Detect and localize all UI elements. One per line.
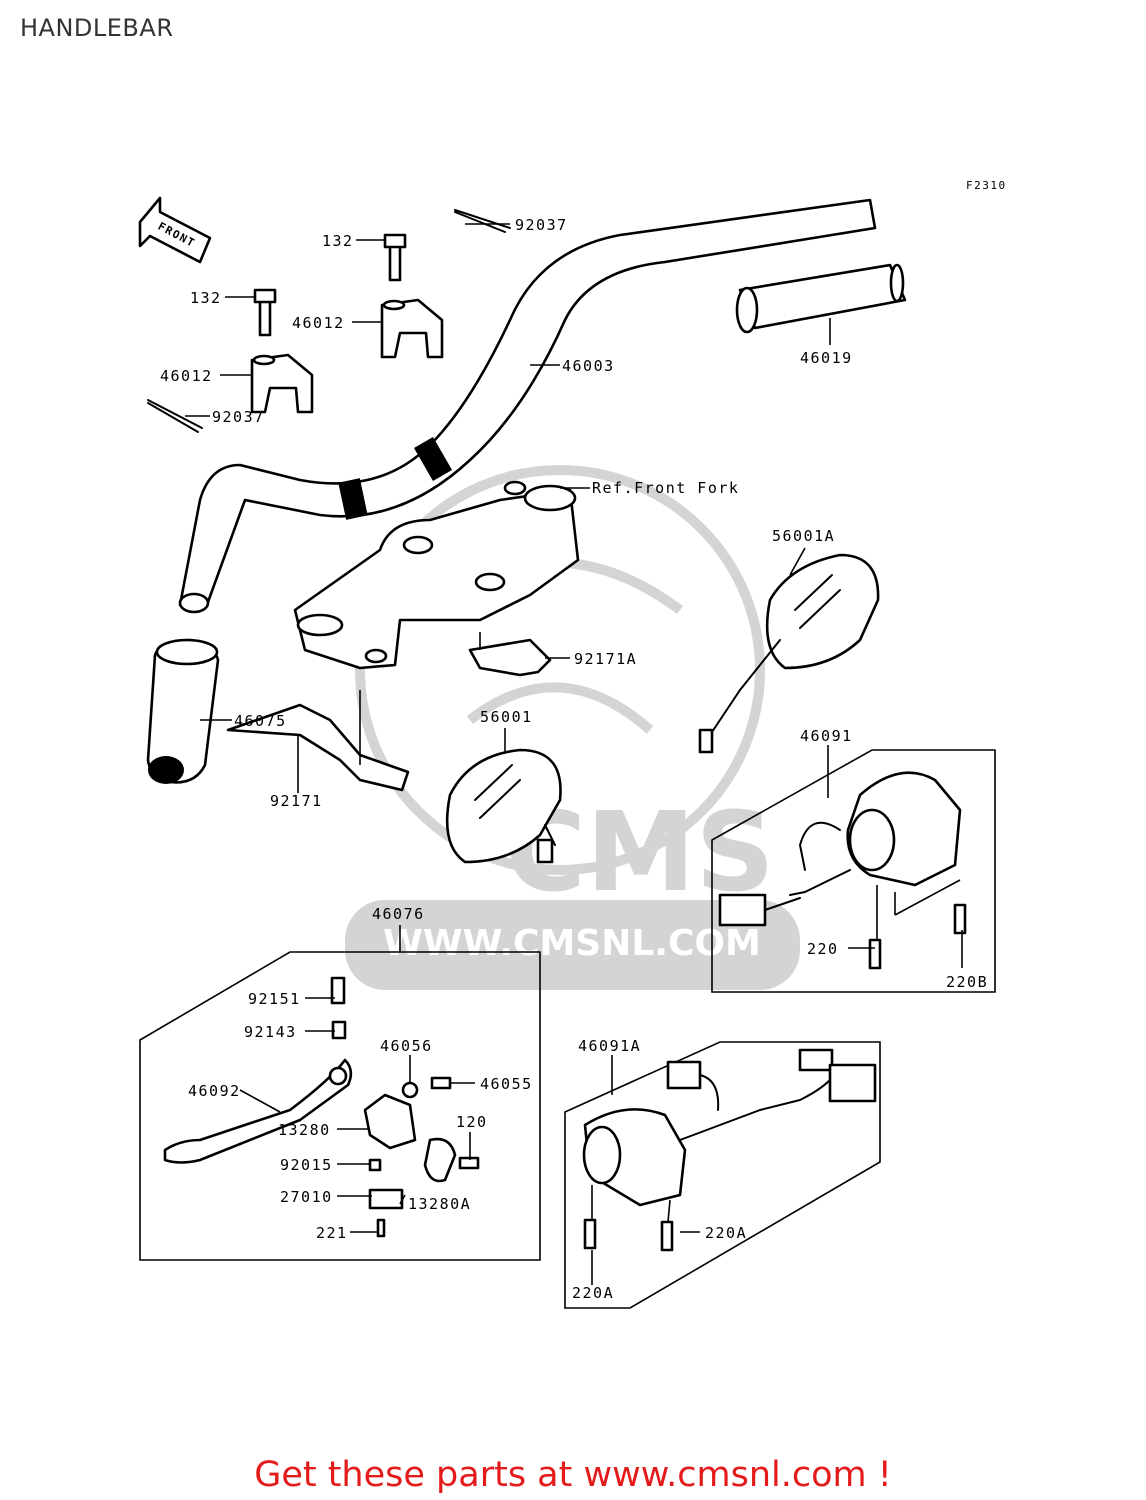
leader-lines — [185, 223, 963, 1285]
clutch-lever — [163, 1058, 353, 1164]
callout-label: 46019 — [800, 349, 853, 367]
callout-label: 221 — [316, 1224, 348, 1242]
cable-tie-lower — [147, 399, 203, 433]
front-arrow-icon: FRONT — [138, 196, 212, 264]
callout-label: 27010 — [280, 1188, 333, 1206]
callout-label: 220A — [705, 1224, 747, 1242]
callout-label: 132 — [322, 232, 354, 250]
callout-label: 92171 — [270, 792, 323, 810]
callout-label: 92015 — [280, 1156, 333, 1174]
switch-assembly-right-box — [711, 749, 996, 993]
grip-left — [146, 638, 220, 784]
handlebar-part — [178, 198, 877, 614]
callout-label: 56001A — [772, 527, 835, 545]
callout-label: 92037 — [515, 216, 568, 234]
callout-label: 46076 — [372, 905, 425, 923]
lever-holder — [330, 976, 480, 1238]
cable-tie-upper — [454, 209, 511, 233]
upper-fork-bracket — [293, 480, 580, 670]
figure-code: F2310 — [966, 179, 1007, 192]
callout-label: 120 — [456, 1113, 488, 1131]
callout-labels: 92037 132 46012 132 46012 92037 46003 46… — [160, 216, 988, 1302]
callout-label: 46091A — [578, 1037, 641, 1055]
callout-label: 46012 — [292, 314, 345, 332]
callout-label: 13280A — [408, 1195, 471, 1213]
callout-label: 46056 — [380, 1037, 433, 1055]
callout-label: 46091 — [800, 727, 853, 745]
callout-label: 220 — [807, 940, 839, 958]
callout-label: 46055 — [480, 1075, 533, 1093]
callout-label: 46003 — [562, 357, 615, 375]
callout-label: 92143 — [244, 1023, 297, 1041]
switch-housing-right — [718, 771, 967, 970]
lever-assembly-box — [139, 951, 541, 1261]
callout-label: 46092 — [188, 1082, 241, 1100]
callout-label: 46012 — [160, 367, 213, 385]
grip-right — [735, 263, 907, 334]
callout-label: 132 — [190, 289, 222, 307]
bracket-lower — [226, 703, 410, 792]
footer-link[interactable]: Get these parts at www.cmsnl.com ! — [254, 1455, 892, 1495]
watermark-url: WWW.CMSNL.COM — [383, 923, 761, 964]
callout-label: 92037 — [212, 408, 265, 426]
switch-assembly-left-box — [564, 1041, 881, 1309]
switch-housing-left — [582, 1048, 877, 1252]
callout-label: 13280 — [278, 1121, 331, 1139]
mirror-left — [445, 748, 562, 864]
callout-label: 92151 — [248, 990, 301, 1008]
reference-label: Ref.Front Fork — [592, 479, 739, 497]
callout-label: 92171A — [574, 650, 637, 668]
bracket-upper — [468, 638, 552, 677]
mirror-right — [698, 553, 880, 754]
callout-label: 46075 — [234, 712, 287, 730]
holder-clamp-rear — [250, 288, 314, 414]
page-title: HANDLEBAR — [20, 14, 174, 42]
callout-label: 220A — [572, 1284, 614, 1302]
callout-label: 56001 — [480, 708, 533, 726]
callout-label: 220B — [946, 973, 988, 991]
holder-clamp-front — [380, 233, 444, 359]
